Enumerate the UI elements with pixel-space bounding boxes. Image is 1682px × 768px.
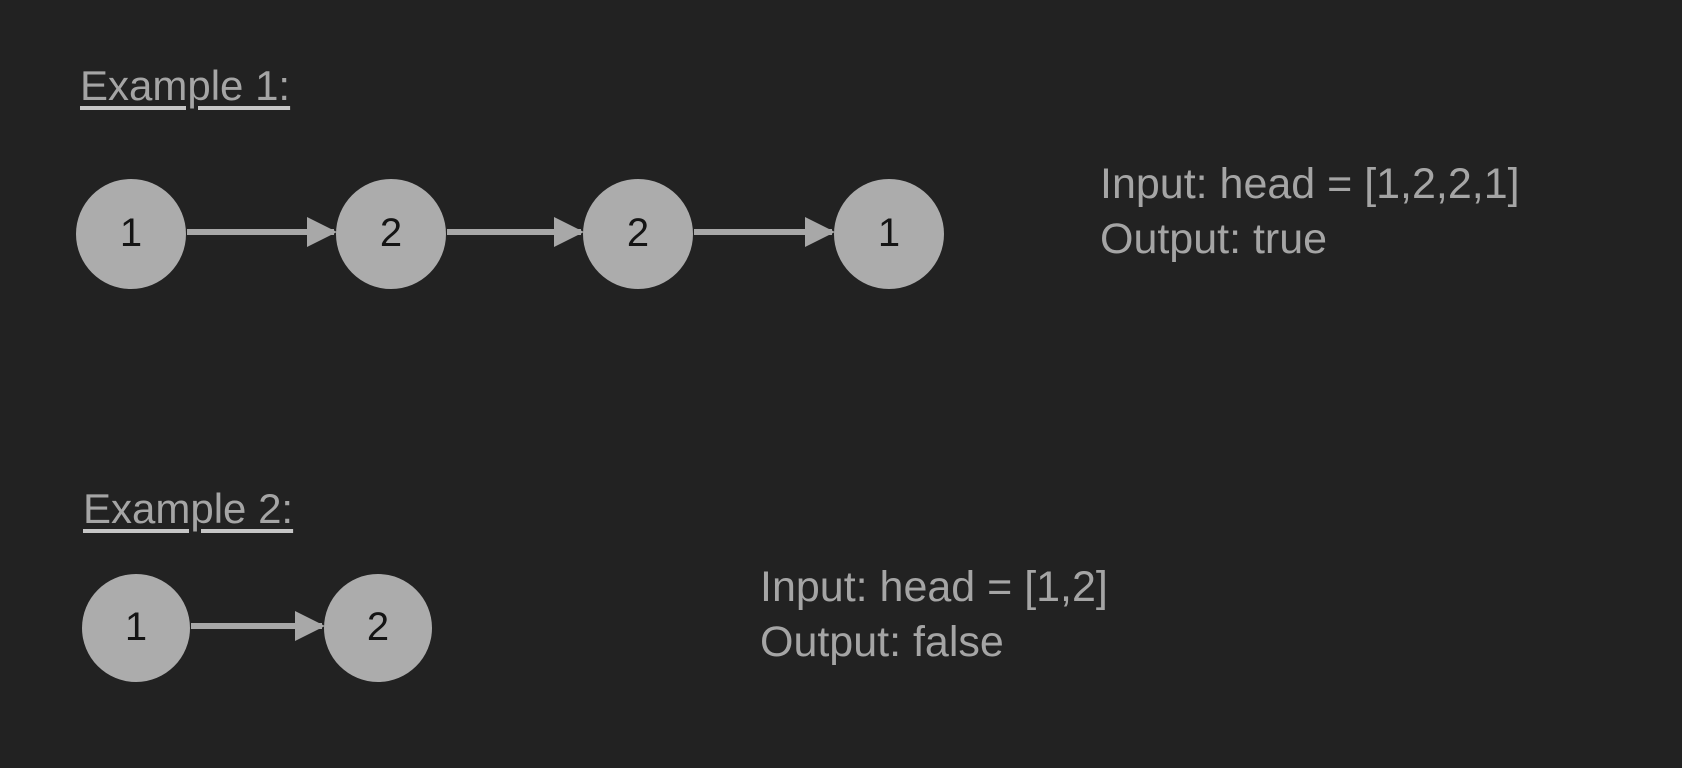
- node-value: 2: [380, 211, 402, 255]
- example-2-input-line: Input: head = [1,2]: [760, 563, 1108, 611]
- example-1-heading: Example 1:: [80, 62, 291, 109]
- list-node: [336, 179, 446, 289]
- node-value: 1: [125, 605, 147, 649]
- example-2-output-line: Output: false: [760, 618, 1004, 666]
- list-node: [834, 179, 944, 289]
- example-1-output-line: Output: true: [1100, 215, 1328, 263]
- example-2-heading: Example 2:: [83, 485, 294, 532]
- example-2-io: Input: head = [1,2] Output: false: [760, 560, 1108, 670]
- list-node: [324, 574, 432, 682]
- example-1-input-line: Input: head = [1,2,2,1]: [1100, 160, 1520, 208]
- node-value: 1: [120, 211, 142, 255]
- node-value: 1: [878, 211, 900, 255]
- list-node: [82, 574, 190, 682]
- example-1-io: Input: head = [1,2,2,1] Output: true: [1100, 157, 1520, 267]
- list-node: [583, 179, 693, 289]
- node-value: 2: [367, 605, 389, 649]
- node-value: 2: [627, 211, 649, 255]
- list-node: [76, 179, 186, 289]
